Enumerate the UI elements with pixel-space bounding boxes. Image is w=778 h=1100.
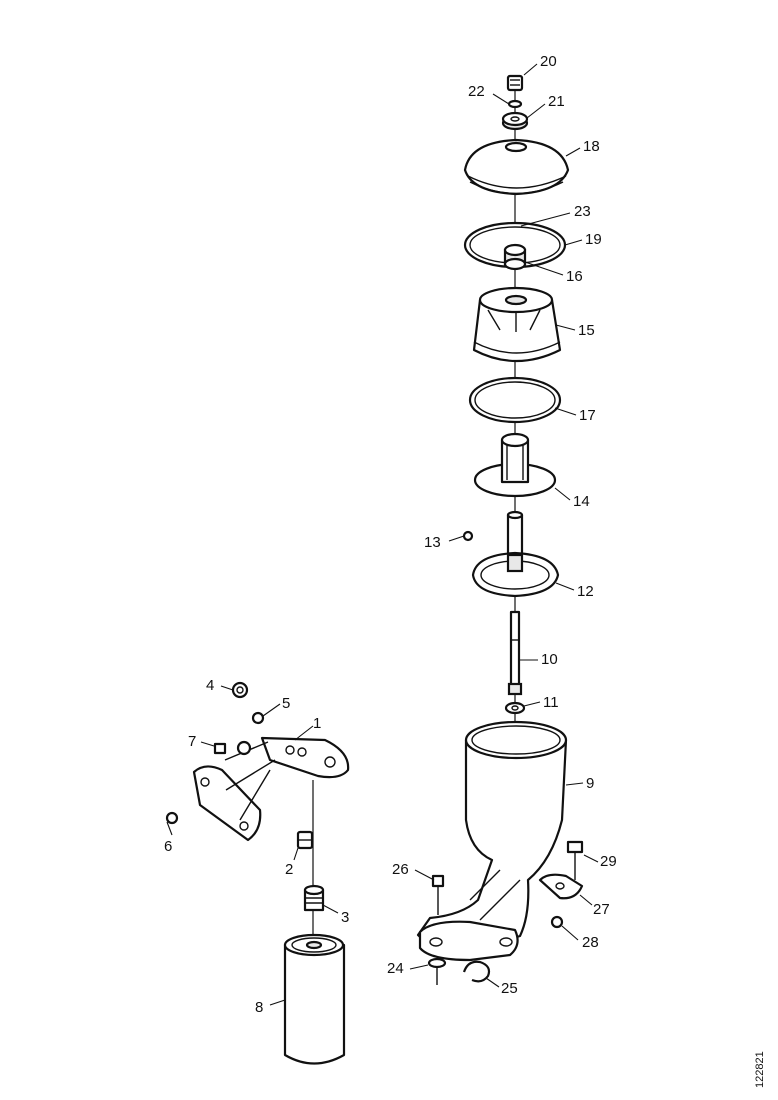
callout-11: 11 bbox=[543, 694, 559, 711]
part-15-rotor-bowl bbox=[472, 286, 562, 363]
callout-6: 6 bbox=[164, 838, 172, 855]
part-16-nut bbox=[503, 243, 527, 271]
callout-28: 28 bbox=[582, 934, 599, 951]
part-4-plug bbox=[231, 681, 249, 699]
part-17-o-ring bbox=[468, 376, 562, 424]
part-27-gasket bbox=[538, 873, 584, 900]
left-assembly bbox=[165, 681, 350, 1065]
callout-19: 19 bbox=[585, 231, 602, 248]
callout-3: 3 bbox=[341, 909, 349, 926]
callout-1: 1 bbox=[313, 715, 321, 732]
callout-21: 21 bbox=[548, 93, 565, 110]
callout-27: 27 bbox=[593, 901, 610, 918]
part-7-bolt bbox=[213, 740, 252, 756]
callout-23: 23 bbox=[574, 203, 591, 220]
callout-4: 4 bbox=[206, 677, 214, 694]
callout-labels: 20 22 21 18 23 19 16 15 17 14 13 12 10 1… bbox=[164, 53, 617, 1016]
part-26-bolt bbox=[431, 874, 445, 915]
part-6-washer bbox=[165, 811, 179, 825]
part-29-bolt bbox=[566, 840, 584, 880]
callout-25: 25 bbox=[501, 980, 518, 997]
callout-9-housing: 9 bbox=[586, 775, 594, 792]
part-18-cover bbox=[463, 138, 570, 196]
part-12-rotor-base bbox=[471, 510, 560, 598]
callout-15: 15 bbox=[578, 322, 595, 339]
part-9-housing bbox=[416, 720, 568, 962]
drawing-reference-number: 122821 bbox=[754, 1051, 766, 1088]
callout-17: 17 bbox=[579, 407, 596, 424]
part-13-screw bbox=[462, 530, 474, 542]
part-25-snap-ring bbox=[462, 960, 491, 983]
part-20-bolt bbox=[506, 74, 524, 92]
callout-22: 22 bbox=[468, 83, 485, 100]
part-1-bracket bbox=[192, 736, 350, 842]
callout-18: 18 bbox=[583, 138, 600, 155]
part-28-nut bbox=[550, 915, 564, 929]
callout-16: 16 bbox=[566, 268, 583, 285]
right-assembly bbox=[416, 74, 584, 985]
callout-5: 5 bbox=[282, 695, 290, 712]
callout-2: 2 bbox=[285, 861, 293, 878]
part-11-nut bbox=[504, 701, 526, 715]
callout-29: 29 bbox=[600, 853, 617, 870]
part-5-washer bbox=[251, 711, 265, 725]
callout-13: 13 bbox=[424, 534, 441, 551]
callout-24: 24 bbox=[387, 960, 404, 977]
part-10-shaft bbox=[507, 610, 523, 696]
part-22-ring bbox=[507, 99, 523, 109]
leader-lines bbox=[166, 63, 599, 1006]
callout-12: 12 bbox=[577, 583, 594, 600]
callout-20: 20 bbox=[540, 53, 557, 70]
part-2-valve bbox=[296, 830, 314, 850]
callout-26: 26 bbox=[392, 861, 409, 878]
part-3-nipple bbox=[303, 884, 325, 912]
part-8-filter-cartridge bbox=[283, 933, 346, 1065]
part-24-ring bbox=[427, 957, 447, 985]
part-21-nut bbox=[501, 111, 529, 131]
callout-7: 7 bbox=[188, 733, 196, 750]
callout-8: 8 bbox=[255, 999, 263, 1016]
callout-14: 14 bbox=[573, 493, 590, 510]
callout-10: 10 bbox=[541, 651, 558, 668]
part-14-flanged-tube bbox=[473, 432, 557, 498]
